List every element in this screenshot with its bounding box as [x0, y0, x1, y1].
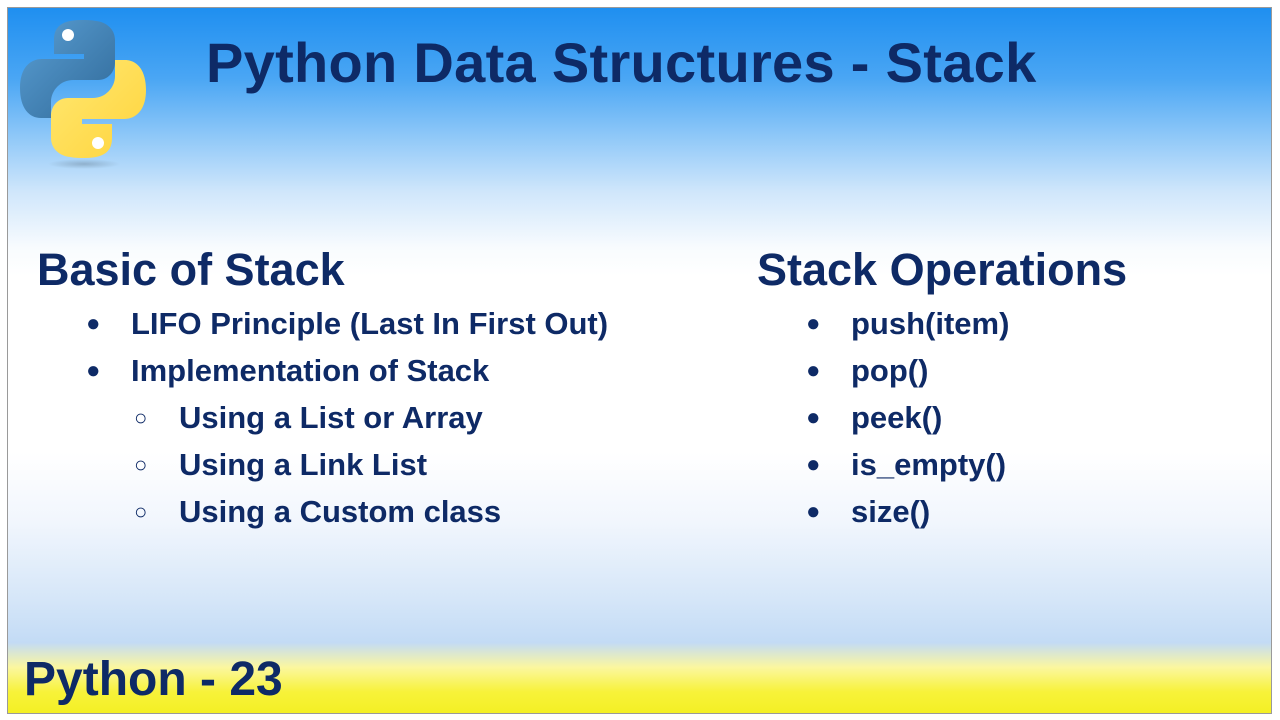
filled-bullet-icon: ●: [806, 451, 821, 478]
list-item-text: push(item): [851, 306, 1010, 341]
list-item: ● push(item): [804, 300, 1204, 347]
list-item-text: Using a List or Array: [179, 400, 483, 435]
list-item: ● peek(): [804, 394, 1204, 441]
page-title: Python Data Structures - Stack: [206, 31, 1037, 94]
list-item-text: Using a Custom class: [179, 494, 502, 529]
stack-operations-list: ● push(item) ● pop() ● peek() ● is_empty…: [804, 300, 1204, 535]
slide: Python Data Structures - Stack Basic of …: [7, 7, 1272, 714]
hollow-bullet-icon: ○: [134, 499, 148, 524]
stack-operations-heading: Stack Operations: [757, 244, 1128, 295]
basic-of-stack-heading: Basic of Stack: [37, 244, 345, 295]
filled-bullet-icon: ●: [806, 498, 821, 525]
filled-bullet-icon: ●: [806, 310, 821, 337]
list-item: ○ Using a Custom class: [84, 488, 704, 535]
list-item: ● pop(): [804, 347, 1204, 394]
episode-label: Python - 23: [24, 653, 283, 706]
list-item: ○ Using a Link List: [84, 441, 704, 488]
list-item: ● is_empty(): [804, 441, 1204, 488]
filled-bullet-icon: ●: [806, 404, 821, 431]
hollow-bullet-icon: ○: [134, 452, 148, 477]
filled-bullet-icon: ●: [806, 357, 821, 384]
list-item: ● size(): [804, 488, 1204, 535]
list-item: ○ Using a List or Array: [84, 394, 704, 441]
list-item-text: pop(): [851, 353, 929, 388]
list-item-text: peek(): [851, 400, 943, 435]
list-item-text: LIFO Principle (Last In First Out): [131, 306, 609, 341]
filled-bullet-icon: ●: [86, 357, 101, 384]
filled-bullet-icon: ●: [86, 310, 101, 337]
hollow-bullet-icon: ○: [134, 405, 148, 430]
list-item-text: Implementation of Stack: [131, 353, 490, 388]
list-item: ● Implementation of Stack: [84, 347, 704, 394]
list-item-text: Using a Link List: [179, 447, 428, 482]
basic-of-stack-list: ● LIFO Principle (Last In First Out) ● I…: [84, 300, 704, 535]
python-logo-icon: [18, 12, 148, 170]
list-item-text: size(): [851, 494, 931, 529]
list-item: ● LIFO Principle (Last In First Out): [84, 300, 704, 347]
list-item-text: is_empty(): [851, 447, 1007, 482]
